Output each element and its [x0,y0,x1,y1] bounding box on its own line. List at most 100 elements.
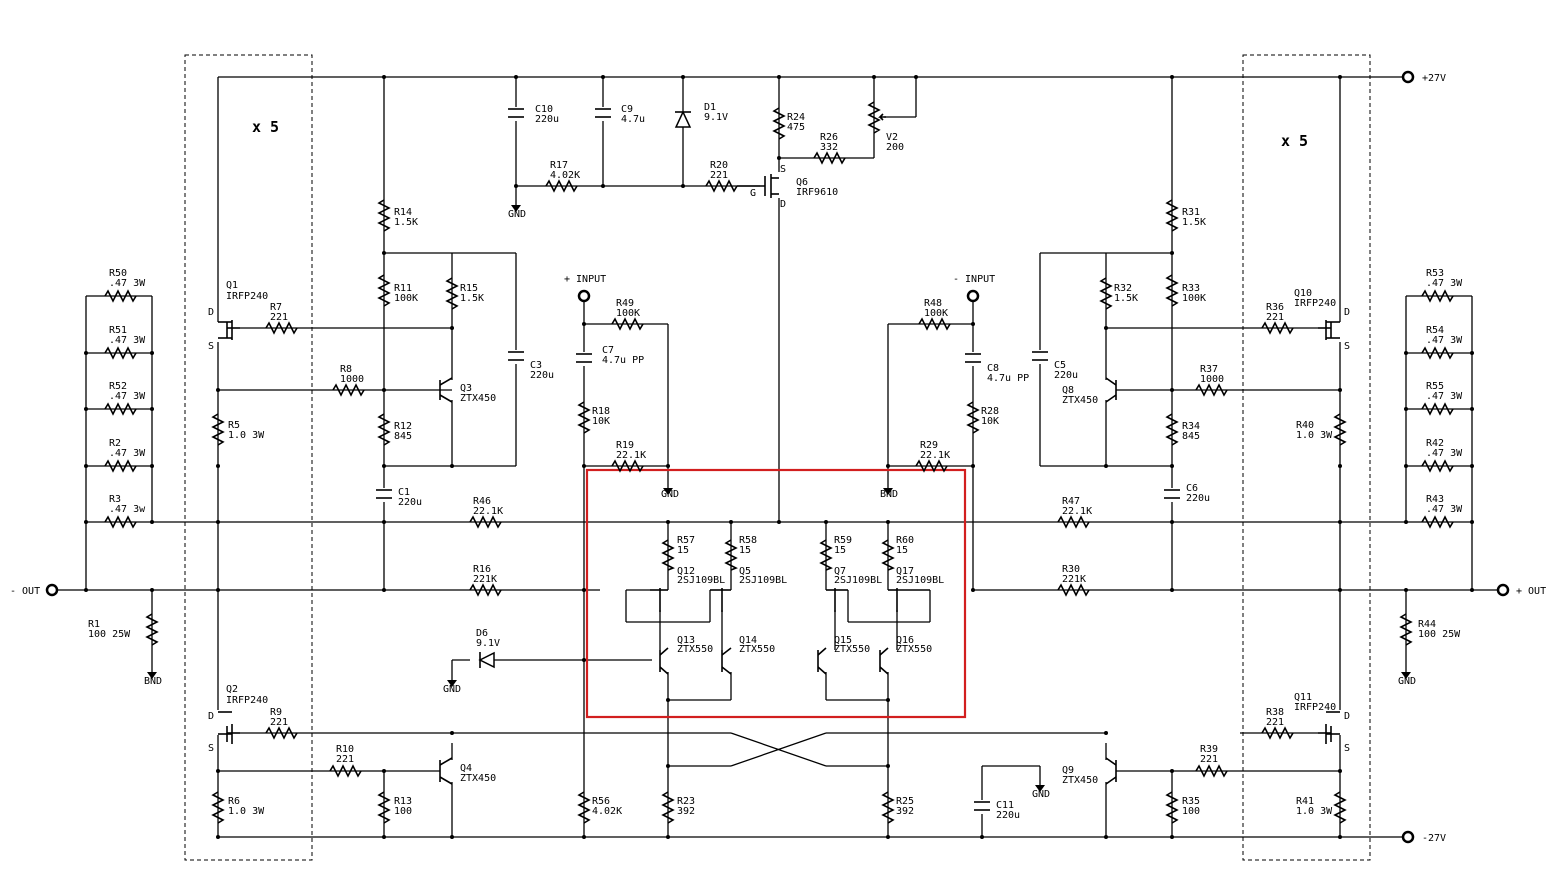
resistor-r32 [1099,277,1113,310]
pin-label: D [208,307,214,318]
resistor-r29-name: R29 [920,440,938,451]
transistor-q17-value: 2SJ109BL [896,575,944,586]
terminal-minus-out[interactable] [45,583,59,597]
transistor-q3-name: Q3 [460,383,472,394]
gnd-label: BND [144,676,162,687]
transistor-q16-value: ZTX550 [896,644,932,655]
resistor-r26-name: R26 [820,132,838,143]
resistor-r12-name: R12 [394,421,412,432]
gnd-label: GND [1032,789,1050,800]
pin-label: S [1344,743,1350,754]
jfet-q12 [650,588,668,612]
resistor-r15-name: R15 [460,283,478,294]
terminal-pos-rail[interactable] [1401,70,1415,84]
resistor-r40 [1333,413,1347,446]
capacitor-c5-name: C5 [1054,360,1066,371]
resistor-r52-name: R52 [109,381,127,392]
resistor-r35 [1165,791,1179,824]
resistor-r20 [705,179,738,193]
capacitor-c3 [508,350,524,364]
resistor-r47 [1057,515,1090,529]
input-stage-highlight [585,468,967,719]
resistor-r36 [1261,321,1294,335]
diode-d1-name: D1 [704,102,716,113]
capacitor-c5 [1032,350,1048,364]
capacitor-c9-name: C9 [621,104,633,115]
transistor-q2-value: IRFP240 [226,695,268,706]
resistor-r17-name: R17 [550,160,568,171]
bjt-q9 [1105,757,1117,785]
resistor-r54-name: R54 [1426,325,1444,336]
resistor-r1 [145,613,159,646]
resistor-r13-value: 100 [394,806,412,817]
resistor-r31 [1165,199,1179,232]
capacitor-c1-value: 220u [398,497,422,508]
capacitor-c8-name: C8 [987,363,999,374]
resistor-r26-value: 332 [820,142,838,153]
capacitor-c1-name: C1 [398,487,410,498]
resistor-r6-value: 1.0 3W [228,806,265,817]
resistor-r60 [881,539,895,571]
transistor-q1-name: Q1 [226,280,238,291]
resistor-r13 [377,791,391,824]
resistor-r30-value: 221K [1062,574,1086,585]
terminal-neg-rail[interactable] [1401,830,1415,844]
resistor-r6 [211,791,225,824]
terminals [45,70,1510,844]
terminal-plus-input[interactable] [577,289,591,303]
transistor-q8-name: Q8 [1062,385,1074,396]
terminal-minus-input[interactable] [966,289,980,303]
resistor-r13-name: R13 [394,796,412,807]
transistor-q5-name: Q5 [739,566,751,577]
label-plus-input: + INPUT [564,274,606,285]
resistor-r3-name: R3 [109,494,121,505]
resistor-r10 [329,764,362,778]
multiplier-right: x 5 [1281,132,1308,150]
resistor-r16-name: R16 [473,564,491,575]
transistor-q13-value: ZTX550 [677,644,713,655]
capacitor-c3-name: C3 [530,360,542,371]
capacitor-c7 [576,352,592,366]
resistor-r47-name: R47 [1062,496,1080,507]
resistor-r29-value: 22.1K [920,450,950,461]
transistor-q1-value: IRFP240 [226,291,268,302]
resistor-r25-name: R25 [896,796,914,807]
resistor-r58 [724,539,738,571]
resistor-r44-name: R44 [1418,619,1436,630]
resistor-r34-name: R34 [1182,421,1200,432]
resistor-r44-value: 100 25W [1418,629,1461,640]
resistor-r36-name: R36 [1266,302,1284,313]
transistor-q5-value: 2SJ109BL [739,575,787,586]
resistor-r10-value: 221 [336,754,354,765]
resistor-r44 [1399,613,1413,646]
jfet-q7 [826,588,848,612]
capacitor-c8-value: 4.7u PP [987,373,1029,384]
resistor-r7-name: R7 [270,302,282,313]
resistor-r9-value: 221 [270,717,288,728]
jfet-q17 [888,588,930,612]
resistor-r43-value: .47 3W [1426,504,1463,515]
resistor-r40-value: 1.0 3W [1296,430,1333,441]
resistor-r60-value: 15 [896,545,908,556]
resistor-r58-value: 15 [739,545,751,556]
resistor-r25-value: 392 [896,806,914,817]
resistor-r40-name: R40 [1296,420,1314,431]
gnd-label: GND [1398,676,1416,687]
resistor-r12 [377,413,391,446]
resistor-r31-name: R31 [1182,207,1200,218]
resistor-r37 [1195,383,1228,397]
resistor-r52-value: .47 3W [109,391,146,402]
capacitor-c3-value: 220u [530,370,554,381]
resistor-r30-name: R30 [1062,564,1080,575]
resistor-r17-value: 4.02K [550,170,580,181]
resistor-r53-value: .47 3W [1426,278,1463,289]
resistor-r7 [265,321,298,335]
resistor-r37-value: 1000 [1200,374,1224,385]
resistor-r32-name: R32 [1114,283,1132,294]
mosfet-q6 [737,174,779,198]
terminal-plus-out[interactable] [1496,583,1510,597]
label-minus-out: - OUT [10,586,40,597]
resistor-r11-value: 100K [394,293,418,304]
bjt-q14 [721,647,732,675]
